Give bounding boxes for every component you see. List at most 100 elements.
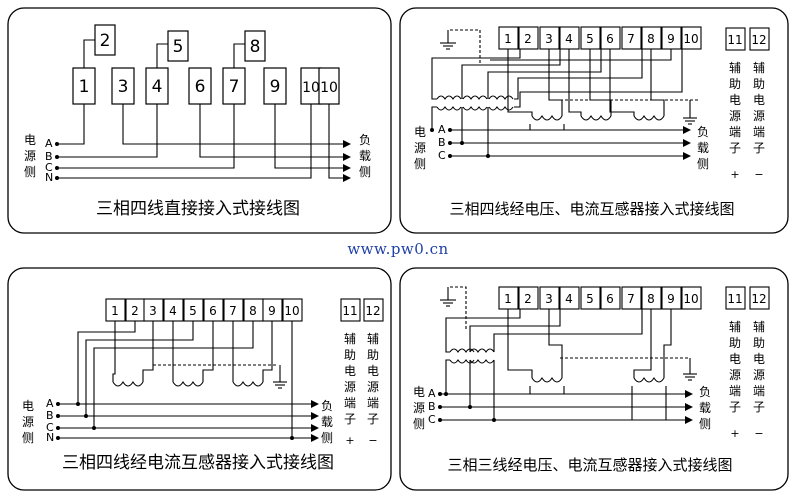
source-side-char-1: 电 <box>413 385 425 399</box>
voltage-transformers <box>431 49 683 156</box>
terminal-box-5 <box>167 30 189 62</box>
upper-terminals <box>94 24 266 62</box>
terminal-label-8: 8 <box>250 37 261 57</box>
aux-text-col2: 辅 助 电 源 端 子 <box>753 61 765 155</box>
svg-text:10: 10 <box>683 292 698 306</box>
phase-label-n: N <box>46 431 54 444</box>
aux-plus: + <box>730 427 739 440</box>
svg-text:8: 8 <box>647 32 655 46</box>
svg-text:6: 6 <box>606 32 614 46</box>
aux-minus: − <box>368 434 377 447</box>
aux-terminal-11: 11 <box>727 292 742 306</box>
panel-frame <box>7 7 392 234</box>
svg-text:辅: 辅 <box>367 332 379 346</box>
load-side-char-3: 侧 <box>697 157 709 171</box>
phase-label-b: B <box>45 150 53 163</box>
svg-text:2: 2 <box>131 304 139 318</box>
svg-text:辅: 辅 <box>729 61 741 75</box>
svg-text:源: 源 <box>729 109 741 123</box>
svg-text:2: 2 <box>524 32 532 46</box>
load-side-char-2: 载 <box>359 149 371 163</box>
svg-text:3: 3 <box>545 32 553 46</box>
terminal-numbers: 1 2 3 4 5 6 7 8 9 10 <box>504 32 698 46</box>
svg-text:4: 4 <box>565 32 573 46</box>
aux-minus: − <box>754 168 763 181</box>
terminal-label-10a: 10 <box>302 80 320 96</box>
source-side-char-1: 电 <box>22 399 34 413</box>
panel-frame <box>399 7 789 234</box>
phase-label-a: A <box>438 123 446 136</box>
terminal-label-1: 1 <box>79 77 90 97</box>
phase-dots <box>56 402 294 440</box>
source-side-char-1: 电 <box>414 125 426 139</box>
lower-terminals <box>72 67 340 105</box>
ground-icon <box>440 286 467 330</box>
phase-label-b: B <box>428 400 436 413</box>
phase-label-a: A <box>46 397 54 410</box>
svg-text:子: 子 <box>729 400 741 414</box>
diagram-title: 三相三线经电压、电流互感器接入式接线图 <box>447 456 732 474</box>
phase-lines <box>450 124 691 160</box>
svg-text:端: 端 <box>344 396 356 410</box>
svg-text:子: 子 <box>344 412 356 426</box>
phase-dots <box>430 128 490 158</box>
svg-text:8: 8 <box>249 304 257 318</box>
svg-text:源: 源 <box>753 368 765 382</box>
svg-text:9: 9 <box>268 304 276 318</box>
source-side-char-2: 源 <box>22 415 34 429</box>
load-side-char-2: 载 <box>321 415 333 429</box>
source-side-char-3: 侧 <box>413 417 425 431</box>
load-side-char-3: 侧 <box>699 417 711 431</box>
svg-text:电: 电 <box>367 364 379 378</box>
terminal-label-9: 9 <box>270 77 281 97</box>
voltage-links <box>83 39 245 68</box>
source-side-char-2: 源 <box>413 401 425 415</box>
terminal-strip <box>498 286 702 310</box>
aux-text-col1: 辅 助 电 源 端 子 <box>729 320 741 414</box>
diagram-title: 三相四线经电流互感器接入式接线图 <box>62 453 334 473</box>
aux-plus: + <box>730 168 739 181</box>
aux-terminal-12: 12 <box>751 292 766 306</box>
phase-label-c: C <box>438 149 446 162</box>
source-side-char-2: 源 <box>414 141 426 155</box>
aux-text-col2: 辅 助 电 源 端 子 <box>753 320 765 414</box>
terminal-label-3: 3 <box>118 77 129 97</box>
svg-text:辅: 辅 <box>753 320 765 334</box>
terminal-label-10b: 10 <box>320 80 338 96</box>
phase-dots <box>438 392 496 422</box>
svg-text:1: 1 <box>504 32 512 46</box>
phase-lines <box>57 104 351 182</box>
svg-text:端: 端 <box>729 125 741 139</box>
svg-text:助: 助 <box>753 336 765 350</box>
load-side-char-1: 负 <box>697 125 709 139</box>
phase-label-a: A <box>45 137 53 150</box>
load-side-char-3: 侧 <box>321 431 333 445</box>
phase-lines <box>440 386 693 424</box>
svg-text:1: 1 <box>504 292 512 306</box>
terminal-numbers: 1 2 3 4 5 6 7 8 9 10 <box>111 304 299 318</box>
svg-text:电: 电 <box>344 364 356 378</box>
aux-terminals <box>340 298 384 322</box>
source-side-char-3: 侧 <box>24 165 36 179</box>
svg-text:助: 助 <box>344 348 356 362</box>
svg-text:辅: 辅 <box>729 320 741 334</box>
panel-direct-connection: 2 5 8 1 3 4 6 7 9 10 10 <box>7 7 392 234</box>
load-side-char-1: 负 <box>699 385 711 399</box>
terminal-label-7: 7 <box>229 77 240 97</box>
svg-text:子: 子 <box>729 141 741 155</box>
aux-text-col1: 辅 助 电 源 端 子 <box>344 332 356 426</box>
load-side-char-1: 负 <box>359 133 371 147</box>
svg-text:子: 子 <box>753 400 765 414</box>
aux-terminal-12: 12 <box>365 304 380 318</box>
svg-text:5: 5 <box>586 32 594 46</box>
svg-text:源: 源 <box>753 109 765 123</box>
svg-text:辅: 辅 <box>753 61 765 75</box>
panel-vt-ct-3wire: 1 2 3 4 5 6 7 8 9 10 <box>399 267 789 491</box>
terminal-label-6: 6 <box>195 77 206 97</box>
aux-terminal-11: 11 <box>342 304 357 318</box>
svg-text:5: 5 <box>189 304 197 318</box>
terminal-label-5: 5 <box>173 37 184 57</box>
svg-text:端: 端 <box>753 384 765 398</box>
panel-frame <box>399 267 789 491</box>
svg-text:端: 端 <box>367 396 379 410</box>
